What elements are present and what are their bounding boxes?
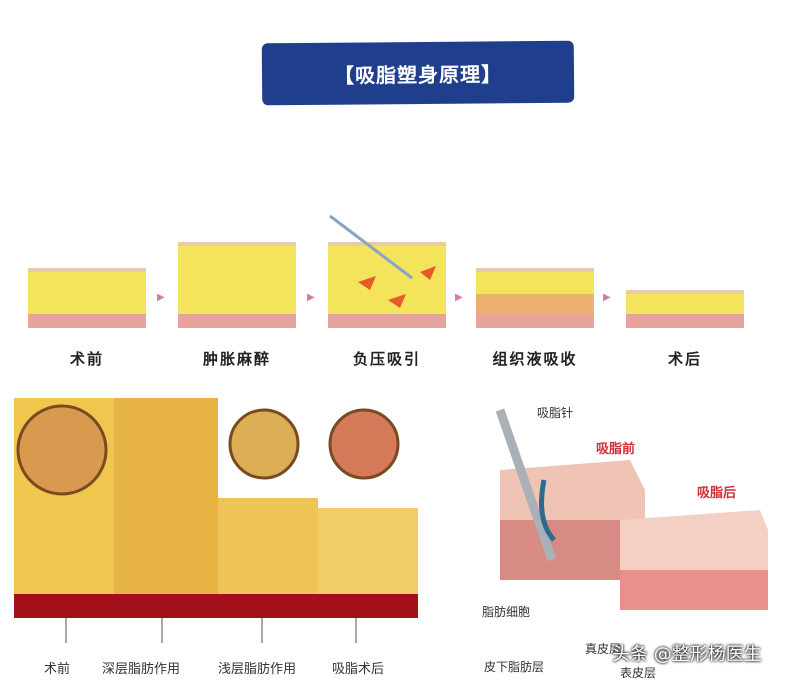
layer-label: 浅层脂肪作用 xyxy=(218,662,297,677)
page-title: 【吸脂塑身原理】 xyxy=(333,61,503,88)
title-banner: 【吸脂塑身原理】 xyxy=(261,40,575,106)
step-label: 肿胀麻醉 xyxy=(202,350,271,368)
step-strip-before xyxy=(28,268,146,328)
needle-label: 吸脂针 xyxy=(537,406,574,420)
arrow-right-icon: ▶ xyxy=(455,292,463,303)
fat-layers-diagram xyxy=(14,398,418,643)
epidermis-label: 表皮层 xyxy=(620,666,657,680)
arrow-right-icon: ▶ xyxy=(603,292,611,303)
after-label: 吸脂后 xyxy=(697,486,737,501)
arrow-right-icon: ▶ xyxy=(157,292,165,303)
subcutaneous-label: 皮下脂肪层 xyxy=(484,660,545,674)
step-strip-suction xyxy=(328,242,446,328)
step-strip-absorption xyxy=(476,268,594,328)
step-label: 术前 xyxy=(69,350,104,368)
step-strip-after xyxy=(626,290,744,328)
watermark: 头条 @整形杨医生 xyxy=(612,644,762,665)
fat-cell-label: 脂肪细胞 xyxy=(482,605,531,619)
step-strip-anesthesia xyxy=(178,242,296,328)
step-label: 负压吸引 xyxy=(352,350,421,368)
before-label: 吸脂前 xyxy=(596,442,636,457)
arrow-right-icon: ▶ xyxy=(307,292,315,303)
dermis-label: 真皮层 xyxy=(585,642,622,656)
layer-label: 术前 xyxy=(44,662,71,677)
layer-label: 吸脂术后 xyxy=(332,662,385,677)
layer-label: 深层脂肪作用 xyxy=(102,662,181,677)
suction-needle-icon xyxy=(329,214,413,280)
step-label: 组织液吸收 xyxy=(492,350,578,368)
step-label: 术后 xyxy=(667,350,702,368)
skin-diagram xyxy=(495,408,768,610)
